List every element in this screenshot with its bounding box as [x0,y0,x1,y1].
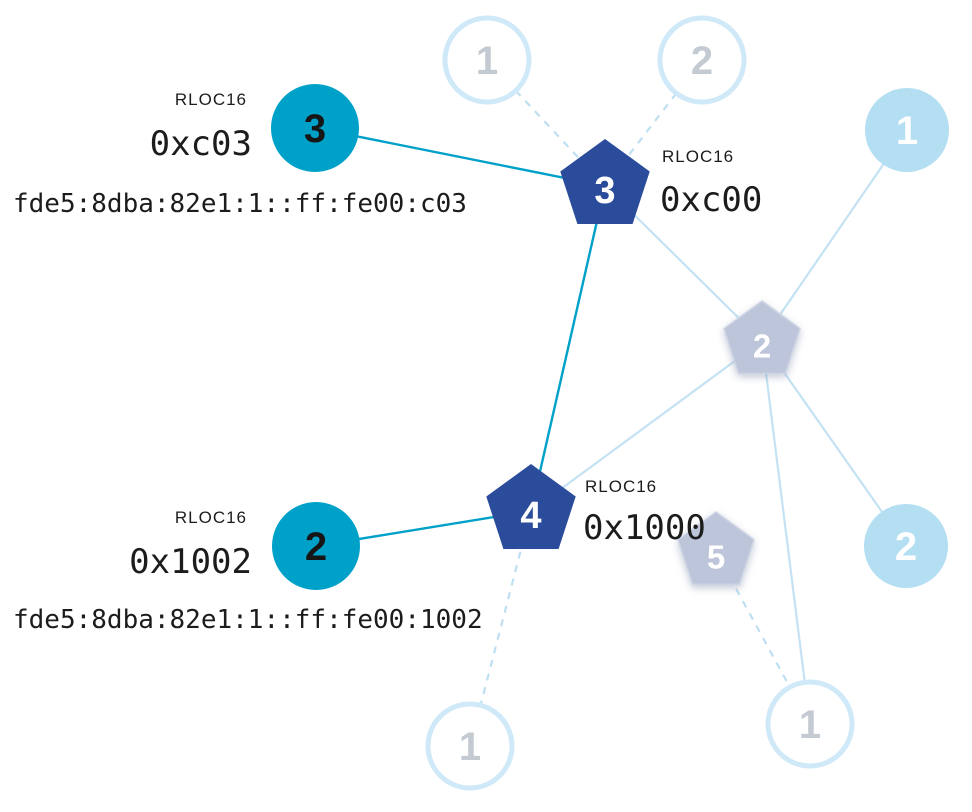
node-number-label: 3 [594,170,615,212]
rloc16-value: 0xc00 [660,180,762,220]
circle-shape [271,84,359,172]
circle-shape [442,15,532,105]
edge-router-2--child-1-bottom-right [760,340,812,725]
node-number-label: 5 [707,539,725,576]
node-router-5[interactable]: 5 [677,511,755,586]
node-router-0xc00[interactable]: 3 [560,139,650,224]
node-number-label: 2 [691,39,713,83]
node-child-1-right[interactable]: 1 [865,88,949,172]
node-number-label: 2 [305,525,327,569]
edge-router-0x1000--router-2 [530,340,763,512]
rloc16-caption: RLOC16 [175,90,247,109]
pentagon-shape [560,139,650,224]
rloc16-caption: RLOC16 [175,508,247,527]
node-child-0x1002[interactable]: 2 [272,502,360,590]
circle-shape [765,679,855,769]
rloc16-caption: RLOC16 [585,477,657,496]
node-number-label: 2 [895,525,917,569]
ipv6-address: fde5:8dba:82e1:1::ff:fe00:c03 [13,189,467,219]
edge-child-0xc03--router-0xc00 [314,126,606,188]
node-number-label: 1 [799,703,821,747]
node-child-2-right[interactable]: 2 [864,504,948,588]
pentagon-shape [723,300,801,375]
node-number-label: 1 [476,39,498,83]
node-child-1-bottom[interactable]: 1 [425,701,515,791]
node-number-label: 1 [459,725,481,769]
labels-layer: RLOC160xc00RLOC160x1000RLOC160xc03fde5:8… [13,90,762,635]
node-child-1-bottom-right[interactable]: 1 [765,679,855,769]
rloc16-caption: RLOC16 [662,147,734,166]
rloc16-value: 0xc03 [150,124,252,164]
circle-shape [865,88,949,172]
circle-shape [425,701,515,791]
node-number-label: 2 [753,328,771,365]
circle-shape [272,502,360,590]
edge-router-2--child-1-right [761,129,908,342]
circle-shape [657,15,747,105]
ipv6-address: fde5:8dba:82e1:1::ff:fe00:1002 [13,605,483,635]
nodes-layer: 3 4 2 5 3 2 1 2 1 2 1 1 [271,15,949,791]
node-router-2[interactable]: 2 [723,300,801,375]
node-number-label: 3 [304,107,326,151]
node-child-1-top[interactable]: 1 [442,15,532,105]
node-number-label: 4 [520,495,541,537]
pentagon-shape [677,511,755,586]
rloc16-value: 0x1002 [129,542,252,582]
pentagon-shape [486,464,576,549]
node-child-2-top[interactable]: 2 [657,15,747,105]
edge-router-0xc00--router-0x1000 [529,185,607,512]
circle-shape [864,504,948,588]
node-child-0xc03[interactable]: 3 [271,84,359,172]
rloc16-value: 0x1000 [583,508,706,548]
node-router-0x1000[interactable]: 4 [486,464,576,549]
node-number-label: 1 [896,109,918,153]
